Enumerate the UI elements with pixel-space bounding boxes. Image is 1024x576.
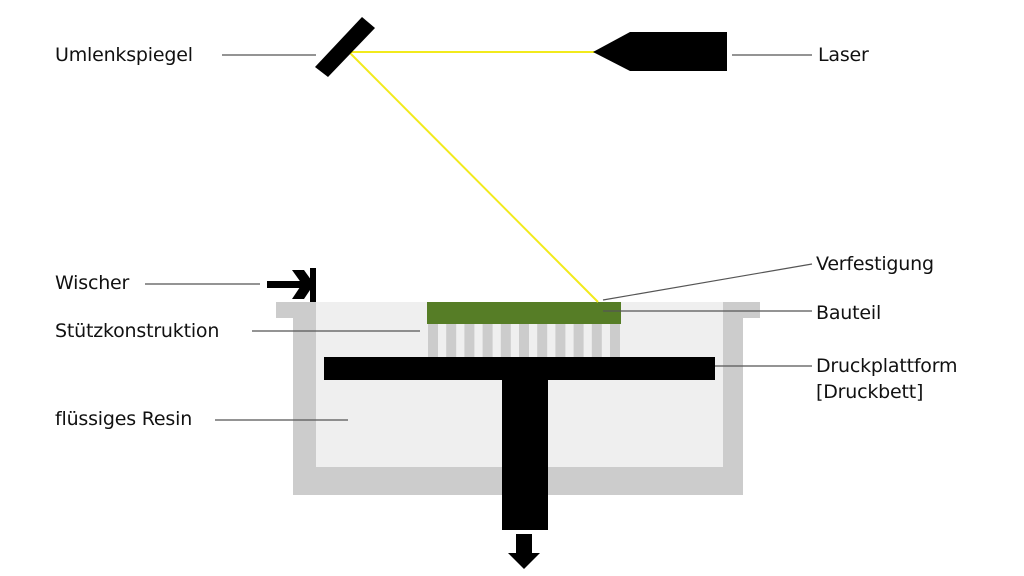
label-wischer: Wischer [55,272,130,294]
support-pillar [464,324,475,358]
support-structure [428,324,620,358]
arrow-down-icon [508,534,540,569]
label-bauteil: Bauteil [816,302,882,324]
build-platform [324,357,715,530]
support-pillar [610,324,620,358]
laser-beam [348,51,599,303]
label-resin: flüssiges Resin [55,408,193,430]
support-pillar [573,324,584,358]
laser-emitter-icon [593,32,727,71]
label-umlenkspiegel: Umlenkspiegel [55,44,193,66]
laser-beam-diagonal [348,51,599,303]
platform-shaft [502,378,548,530]
support-pillar [537,324,548,358]
support-pillar [519,324,529,358]
platform-plate [324,357,715,380]
mirror-icon [315,17,375,77]
label-druckplattform: Druckplattform [816,355,958,377]
support-pillar [555,324,566,358]
label-verfestigung: Verfestigung [816,253,934,275]
label-druckbett: [Druckbett] [816,381,924,403]
support-pillar [591,324,602,358]
leader-verfestigung [602,263,813,301]
support-pillar [428,324,438,358]
part-bauteil [427,302,621,324]
label-laser: Laser [818,44,869,66]
label-stuetzkonstruktion: Stützkonstruktion [55,320,220,342]
wiper-icon [267,268,316,302]
leader-lines [145,54,813,421]
support-pillar [500,324,511,358]
support-pillar [446,324,457,358]
support-pillar [482,324,493,358]
